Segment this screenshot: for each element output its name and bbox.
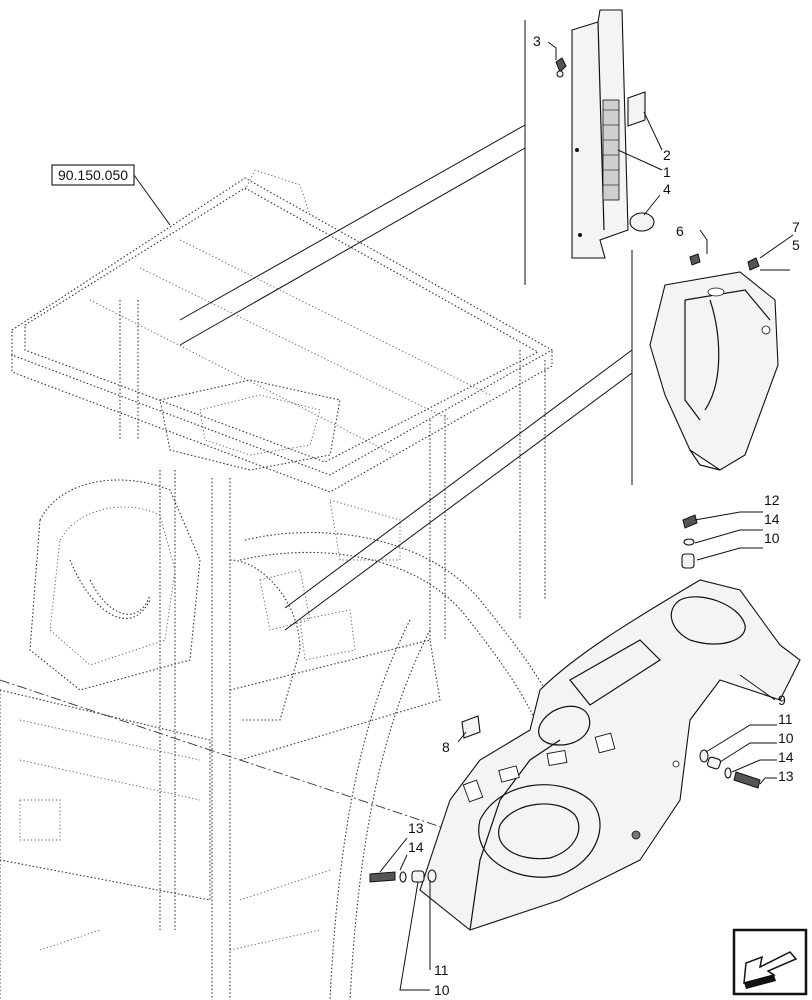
reference-box[interactable]: 90.150.050	[51, 164, 135, 186]
fastener-stack-right	[699, 749, 761, 789]
callout-10-bottom: 10	[434, 982, 450, 998]
callout-13-right: 13	[778, 768, 794, 784]
fender-console-part	[419, 579, 801, 931]
callout-14-bottom: 14	[408, 839, 424, 855]
insert-8-part	[461, 715, 481, 739]
callout-10-top: 10	[764, 530, 780, 546]
callout-1: 1	[663, 164, 671, 180]
reference-label: 90.150.050	[58, 167, 128, 183]
clip-part	[555, 57, 567, 78]
callout-3: 3	[533, 33, 541, 49]
pillar-trim-part	[571, 9, 629, 259]
callout-11-right: 11	[778, 711, 793, 727]
fastener-stack-top	[681, 514, 698, 569]
callout-9: 9	[778, 692, 786, 708]
callout-4: 4	[663, 181, 671, 197]
callout-14-top: 14	[764, 511, 780, 527]
callout-leaders	[379, 41, 794, 991]
callout-14-right: 14	[778, 749, 794, 765]
nav-arrow-button[interactable]	[732, 928, 808, 996]
cab-leader-lines	[179, 20, 633, 631]
callout-8: 8	[442, 739, 450, 755]
rear-cover-part	[649, 271, 779, 471]
callout-13-bottom: 13	[408, 820, 424, 836]
callout-numbers: 3 2 1 4 6 7 5 12 14 10 9 11 10 14 13 8 1…	[408, 33, 800, 998]
callout-5: 5	[792, 237, 800, 253]
callout-11-bottom: 11	[434, 962, 449, 978]
arrow-down-left-icon	[743, 951, 798, 989]
callout-7: 7	[792, 219, 800, 235]
callout-12: 12	[764, 492, 780, 508]
screw-7-part	[747, 257, 760, 271]
callout-2: 2	[663, 147, 671, 163]
screw-6-part	[689, 253, 701, 266]
label-plate-part	[627, 91, 646, 127]
plug-part	[629, 212, 655, 232]
fastener-stack-bottom	[369, 869, 437, 883]
callout-10-right: 10	[778, 730, 794, 746]
callout-6: 6	[676, 223, 684, 239]
